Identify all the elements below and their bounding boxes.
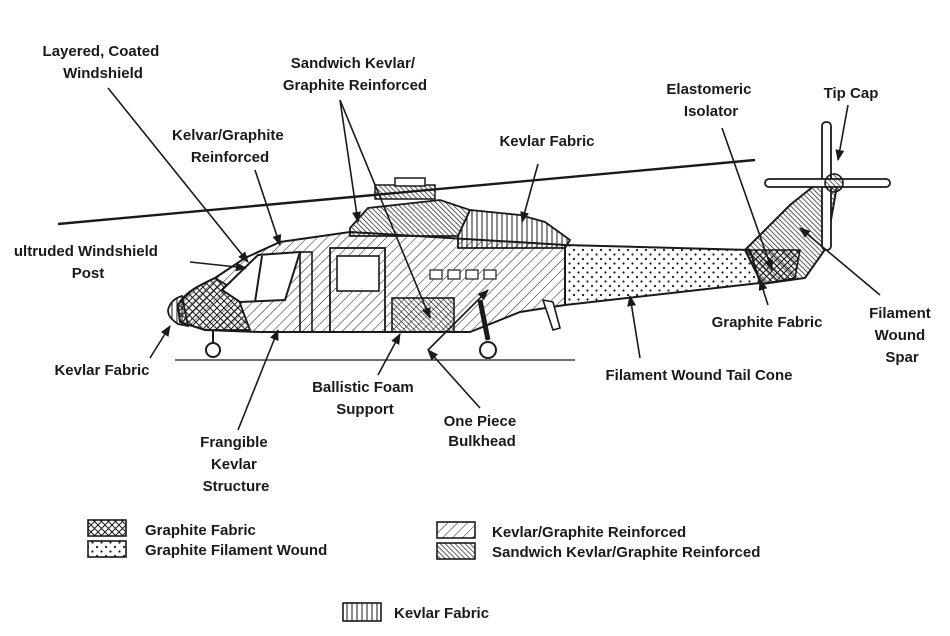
- leader-kevlar-fabric-nose: [149, 325, 171, 359]
- label-elastomeric-isolator: Elastomeric Isolator: [666, 81, 755, 120]
- leader-sandwich-kevlar-2: [339, 99, 431, 320]
- label-graphite-fabric: Graphite Fabric: [712, 314, 823, 331]
- label-tip-cap: Tip Cap: [824, 85, 879, 102]
- label-kelvar-graphite: Kelvar/Graphite Reinforced: [172, 127, 288, 166]
- leader-windshield-post: [189, 261, 248, 272]
- nose-landing-gear: [205, 330, 221, 358]
- leader-frangible: [237, 328, 279, 431]
- cabin-door: [329, 247, 386, 333]
- leader-tip-cap: [835, 104, 849, 162]
- legend-swatch-diag-dense: [436, 542, 476, 560]
- leader-kelvar-graphite: [254, 169, 282, 247]
- label-kevlar-fabric-top: Kevlar Fabric: [499, 133, 594, 150]
- label-ballistic-foam: Ballistic Foam Support: [312, 379, 418, 418]
- ventral-fin: [541, 298, 561, 331]
- side-window: [447, 269, 461, 280]
- legend-label: Graphite Fabric: [145, 522, 256, 539]
- leader-filament-spar: [799, 227, 881, 296]
- legend-item-graphite-filament-wound: Graphite Filament Wound: [87, 540, 327, 559]
- label-kevlar-fabric-nose: Kevlar Fabric: [54, 362, 149, 379]
- legend-label: Sandwich Kevlar/Graphite Reinforced: [492, 544, 760, 561]
- label-windshield-post: ultruded Windshield Post: [14, 243, 162, 282]
- windshield: [220, 250, 302, 304]
- leader-ballistic-foam: [377, 333, 401, 376]
- leader-elastomeric: [721, 127, 773, 272]
- label-filament-wound-spar: Filament Wound Spar: [869, 305, 935, 366]
- main-landing-gear: [477, 299, 497, 359]
- legend-item-graphite-fabric: Graphite Fabric: [87, 519, 256, 539]
- legend-swatch-crosshatch: [87, 519, 127, 537]
- legend-item-kevlar-fabric: Kevlar Fabric: [342, 602, 489, 622]
- label-sandwich-kevlar: Sandwich Kevlar/ Graphite Reinforced: [283, 55, 427, 94]
- legend-label: Graphite Filament Wound: [145, 542, 327, 559]
- legend-label: Kevlar/Graphite Reinforced: [492, 524, 686, 541]
- tail-cone: [564, 243, 762, 307]
- leader-sandwich-kevlar-1: [339, 99, 361, 224]
- leader-bulkhead-2: [427, 289, 489, 351]
- legend-swatch-vertical: [342, 602, 382, 622]
- label-frangible-kevlar: Frangible Kevlar Structure: [200, 434, 272, 495]
- nose-cap: [167, 294, 190, 328]
- windshield-post: [254, 255, 263, 303]
- legend-item-kevlar-graphite: Kevlar/Graphite Reinforced: [436, 521, 686, 541]
- engine-fairing: [349, 199, 472, 237]
- cockpit-door: [299, 251, 313, 333]
- rotor-hub: [374, 177, 436, 200]
- leader-tail-cone: [627, 294, 641, 359]
- legend-swatch-diag-light: [436, 521, 476, 539]
- leader-layered-windshield: [107, 87, 249, 263]
- side-window: [465, 269, 479, 280]
- leader-bulkhead: [427, 349, 481, 409]
- legend-label: Kevlar Fabric: [394, 605, 489, 622]
- legend-item-sandwich-kevlar: Sandwich Kevlar/Graphite Reinforced: [436, 542, 760, 561]
- legend-swatch-dots: [87, 540, 127, 558]
- label-layered-windshield: Layered, Coated Windshield: [43, 43, 164, 82]
- label-one-piece-bulkhead: One Piece Bulkhead: [444, 413, 521, 450]
- cabin-window: [336, 255, 380, 292]
- side-window: [483, 269, 497, 280]
- label-filament-wound-tail-cone: Filament Wound Tail Cone: [606, 367, 793, 384]
- leader-graphite-fabric: [758, 278, 769, 306]
- leader-kevlar-fabric-top: [520, 163, 539, 224]
- legend: Graphite Fabric Graphite Filament Wound …: [87, 519, 760, 622]
- side-window: [429, 269, 443, 280]
